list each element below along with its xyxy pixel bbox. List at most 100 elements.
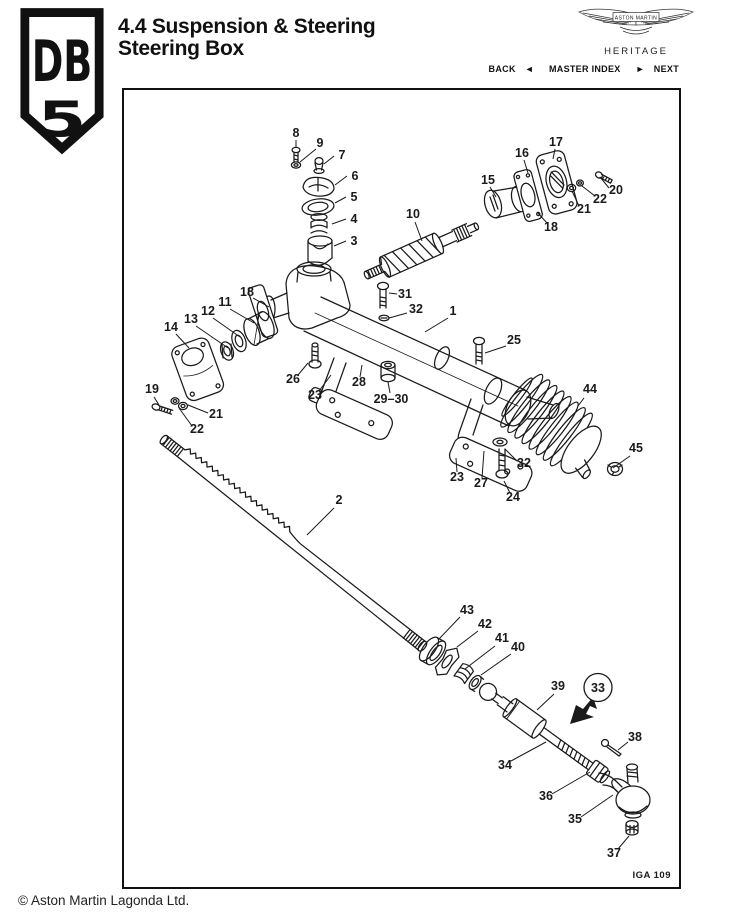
- part-label: 28: [352, 375, 366, 389]
- part-clip-45: [608, 463, 623, 476]
- part-lockwasher-42: [432, 644, 463, 679]
- heritage-label: HERITAGE: [604, 46, 668, 57]
- leader-line: [307, 508, 334, 535]
- part-label: 33: [591, 681, 605, 695]
- part-grease-nipple-7: [314, 158, 324, 174]
- part-locknut-36: [586, 760, 612, 786]
- part-bolt-19: [151, 403, 173, 415]
- db5-badge: DB 5: [18, 6, 106, 161]
- part-label: 39: [551, 679, 565, 693]
- part-washer-22-left: [171, 398, 179, 404]
- part-worm-shaft-10: [360, 216, 482, 286]
- leader-line: [581, 795, 613, 817]
- part-label: 19: [145, 382, 159, 396]
- exploded-diagram: 1234567891011121314151617181819202122212…: [145, 126, 679, 860]
- leader-line: [582, 186, 595, 196]
- part-cup-40: [467, 673, 484, 692]
- nav-next[interactable]: NEXT: [653, 64, 679, 74]
- figure-code: IGA 109: [632, 870, 671, 881]
- wings-label: ASTON MARTIN: [615, 16, 657, 22]
- leader-line: [176, 334, 189, 348]
- leader-line: [481, 654, 511, 675]
- nav-master-index[interactable]: MASTER INDEX: [548, 64, 621, 74]
- part-label: 44: [583, 382, 597, 396]
- part-label: 14: [164, 320, 178, 334]
- part-label: 40: [511, 640, 525, 654]
- part-gasket-16: [513, 169, 544, 223]
- part-end-cover-17: [535, 149, 579, 215]
- part-bolt-24: [496, 449, 508, 478]
- part-bearing-11: [241, 309, 278, 347]
- part-label: 36: [539, 789, 553, 803]
- part-label: 7: [339, 148, 346, 162]
- part-label: 34: [498, 758, 512, 772]
- part-label: 23: [308, 388, 322, 402]
- part-label: 37: [607, 846, 621, 860]
- part-label: 9: [317, 136, 324, 150]
- part-cover-14: [170, 336, 226, 403]
- part-label: 15: [481, 173, 495, 187]
- nav-back-arrow-icon[interactable]: ◄: [524, 64, 534, 74]
- leader-line: [388, 382, 390, 393]
- nav-back[interactable]: BACK: [488, 64, 516, 74]
- part-label: 27: [474, 476, 488, 490]
- leader-line: [230, 309, 254, 323]
- part-label: 42: [478, 617, 492, 631]
- part-gasket-5: [301, 197, 335, 217]
- title-line-1: 4.4 Suspension & Steering: [118, 15, 376, 38]
- part-label: 18: [544, 220, 558, 234]
- part-label: 21: [577, 202, 591, 216]
- leader-line: [300, 149, 316, 162]
- leader-line: [457, 631, 478, 647]
- leader-line: [465, 646, 495, 669]
- leader-line: [335, 176, 347, 185]
- nav-next-arrow-icon[interactable]: ►: [635, 64, 645, 74]
- leader-line: [334, 241, 346, 246]
- leader-line: [572, 191, 579, 206]
- part-label: 43: [460, 603, 474, 617]
- part-label: 10: [406, 207, 420, 221]
- page-title: 4.4 Suspension & Steering Steering Box: [118, 15, 376, 60]
- part-washer-21-right: [567, 184, 575, 191]
- part-bellows-44: [494, 369, 621, 488]
- part-bolt-8: [292, 147, 300, 162]
- part-inner-balljoint-39: [475, 678, 549, 740]
- leader-line: [415, 222, 422, 241]
- part-cover-6: [303, 177, 334, 196]
- badge-5-text: 5: [38, 92, 87, 149]
- leader-line: [360, 365, 362, 377]
- leader-line: [485, 346, 506, 353]
- leader-line: [298, 363, 308, 375]
- leader-line: [504, 481, 510, 493]
- part-label: 1: [450, 304, 457, 318]
- part-label: 41: [495, 631, 509, 645]
- leader-line: [389, 313, 407, 318]
- part-bolt-26: [309, 343, 321, 368]
- part-label: 13: [184, 312, 198, 326]
- leader-line: [179, 408, 192, 426]
- leader-line: [552, 772, 590, 794]
- part-nut-37: [626, 821, 638, 835]
- leader-line: [253, 298, 269, 307]
- part-label: 2: [336, 493, 343, 507]
- part-label: 3: [351, 234, 358, 248]
- part-label: 32: [409, 302, 423, 316]
- part-label: 25: [507, 333, 521, 347]
- db5-shield-icon: DB 5: [20, 8, 104, 155]
- navigation-bar: BACK ◄ MASTER INDEX ► NEXT: [489, 64, 679, 74]
- part-washer-22-right: [577, 180, 584, 186]
- leader-line: [196, 326, 228, 348]
- leader-line: [154, 397, 159, 405]
- part-label: 24: [506, 490, 520, 504]
- part-tie-rod-end-35: [599, 764, 650, 818]
- part-label: 22: [190, 422, 204, 436]
- part-label: 6: [352, 169, 359, 183]
- leader-line: [213, 318, 240, 337]
- part-label: 45: [629, 441, 643, 455]
- leader-line: [335, 197, 346, 203]
- part-washer-21-left: [179, 402, 188, 409]
- part-label: 35: [568, 812, 582, 826]
- part-label: 4: [351, 212, 358, 226]
- badge-db-text: DB: [32, 29, 93, 95]
